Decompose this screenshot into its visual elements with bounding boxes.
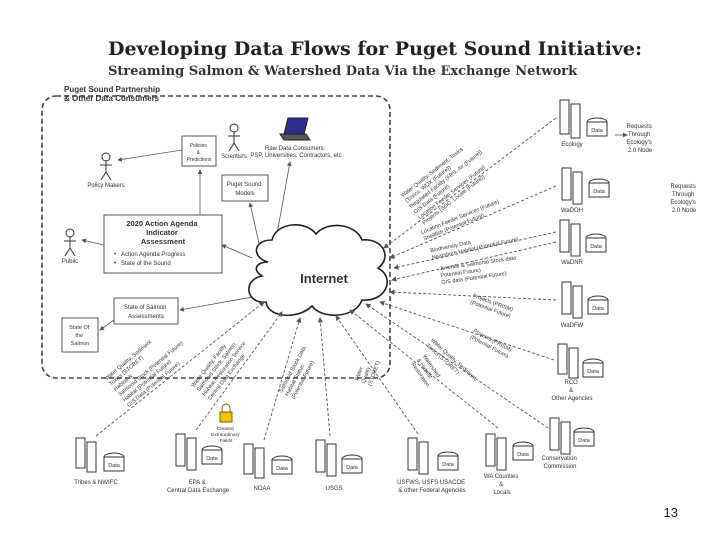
svg-text:Data: Data — [108, 463, 121, 469]
svg-text:WaDNR: WaDNR — [561, 260, 583, 266]
raw-data-consumers-label: Raw Data Consumers: PSP, Universities, C… — [250, 146, 341, 159]
wadoh-requests: Requests Through Ecology's 2.0 Node — [670, 184, 697, 214]
policies-document: Policies & Predictions — [181, 135, 217, 167]
consumer-arrows — [81, 149, 292, 331]
svg-text:Potential Future): Potential Future) — [440, 268, 481, 280]
consumers-region — [41, 95, 391, 379]
svg-text:WaDOH: WaDOH — [561, 208, 583, 214]
flow-label-tribes: Water Quality, Sediment Toxics (STORET) … — [104, 339, 184, 409]
scientists-icon — [228, 123, 240, 152]
noaa-node: Data NOAA — [243, 443, 293, 492]
svg-text:NOAA: NOAA — [253, 486, 270, 492]
svg-text:Tribes & NWIFC: Tribes & NWIFC — [74, 480, 118, 486]
svg-text:Water: Water — [354, 366, 365, 382]
svg-text:Conservation Commission: Conservation Commission — [541, 456, 578, 470]
svg-text:Policies & Predict: Policies & Predictions — [187, 143, 212, 163]
scientists-label: Scientists — [221, 154, 247, 160]
svg-text:State Of the Salmo: State Of the Salmon — [69, 325, 91, 347]
internet-cloud — [248, 224, 388, 317]
laptop-icon — [279, 117, 311, 141]
flow-label-usgs: Salmonid Stock Data Habitat Status (Pote… — [278, 345, 316, 401]
policy-makers-icon — [100, 152, 112, 181]
federal-node: Data USFWS, USFS USACOE & other Federal … — [397, 437, 467, 494]
svg-text:Data: Data — [442, 462, 455, 468]
wdfw-node: Data WaDFW — [561, 281, 609, 329]
internet-label: Internet — [300, 271, 348, 286]
consumers-label: Puget Sound Partnership & Other Data Con… — [64, 85, 162, 103]
svg-text:Data: Data — [206, 456, 219, 462]
svg-text:Ecology: Ecology — [561, 142, 582, 148]
svg-text:Data: Data — [346, 465, 359, 471]
counties-node: Data WA Counties & Locals — [484, 433, 534, 496]
svg-text:Data: Data — [592, 306, 605, 312]
public-icon — [64, 228, 76, 257]
svg-text:WaDFW: WaDFW — [561, 323, 584, 329]
svg-text:Puget Sound Models: Puget Sound Models — [227, 182, 263, 197]
flow-label-noaa: Water Quality, Facility Salmonid Stock, … — [190, 341, 247, 402]
svg-text:2020 Action Agenda Indic: 2020 Action Agenda Indicator Assessment — [126, 219, 199, 246]
svg-text:EPA & Central Data Excha: EPA & Central Data Exchange — [167, 480, 230, 494]
wadnr-node: Data WaDNR — [559, 219, 607, 266]
svg-text:RCO & Other Agenci: RCO & Other Agencies — [551, 380, 592, 402]
svg-text:Data: Data — [591, 128, 604, 134]
public-label: Public — [62, 259, 78, 265]
flow-label-conservation: Watershed & Habitat Restoration — [409, 354, 441, 389]
svg-text:Cleared Extraordinary: Cleared Extraordinary Fields — [211, 426, 241, 444]
ecology-node: Data Ecology — [559, 99, 608, 148]
flow-label-wadnr2: Juvenile & Salmonid Stock data Potential… — [439, 255, 517, 286]
flow-label-federal: Water Quality (STORET) — [354, 360, 382, 387]
usgs-node: Data USGS — [315, 439, 363, 492]
svg-text:Data: Data — [578, 438, 591, 444]
svg-text:Data: Data — [517, 452, 530, 458]
svg-text:•Action Agenda Progress: •Action Agenda Progress •State of the So… — [114, 252, 187, 267]
svg-text:Data: Data — [590, 244, 603, 250]
diagram-title: Developing Data Flows for Puget Sound In… — [108, 38, 642, 60]
svg-text:Data: Data — [587, 369, 600, 375]
flow-lines — [95, 117, 557, 441]
svg-text:Quality: Quality — [361, 366, 373, 384]
secure-lock: Cleared Extraordinary Fields — [211, 403, 241, 444]
svg-text:WA Counties & Loca: WA Counties & Locals — [484, 474, 520, 496]
conservation-node: Data Conservation Commission — [541, 417, 595, 470]
page-number: 13 — [663, 505, 678, 520]
wadoh-node: Data WaDOH — [561, 167, 610, 214]
diagram-subtitle: Streaming Salmon & Watershed Data Via th… — [108, 64, 578, 79]
action-agenda-box: 2020 Action Agenda Indicator Assessment … — [103, 214, 223, 274]
salmon-assessments-box: State of Salmon Assessments — [113, 297, 179, 325]
svg-text:Data: Data — [593, 189, 606, 195]
svg-text:USFWS, USFS USACOE & oth: USFWS, USFS USACOE & other Federal Agenc… — [397, 480, 467, 494]
svg-text:USGS: USGS — [325, 486, 342, 492]
svg-text:Data: Data — [276, 466, 289, 472]
policy-makers-label: Policy Makers — [87, 183, 124, 189]
state-of-salmon-document: State Of the Salmon — [61, 317, 99, 353]
flow-label-wdfw: Projects (PRISM) (Potential Future) — [469, 293, 514, 320]
flow-label-rco: Projects (PRISM) (Potential Future) — [469, 328, 513, 360]
epa-node: Data EPA & Central Data Exchange — [167, 433, 230, 494]
rco-node: Data RCO & Other Agencies — [551, 343, 604, 402]
ecology-requests: Requests Through Ecology's 2.0 Node — [615, 124, 653, 154]
svg-text:Requests Through E: Requests Through Ecology's 2.0 Node — [670, 184, 697, 214]
svg-text:State of Salmon Assessme: State of Salmon Assessments — [124, 305, 168, 320]
svg-text:Requests Through E: Requests Through Ecology's 2.0 Node — [626, 124, 653, 154]
tribes-node: Data Tribes & NWIFC — [74, 437, 125, 486]
puget-sound-models-box: Puget Sound Models — [221, 174, 269, 202]
